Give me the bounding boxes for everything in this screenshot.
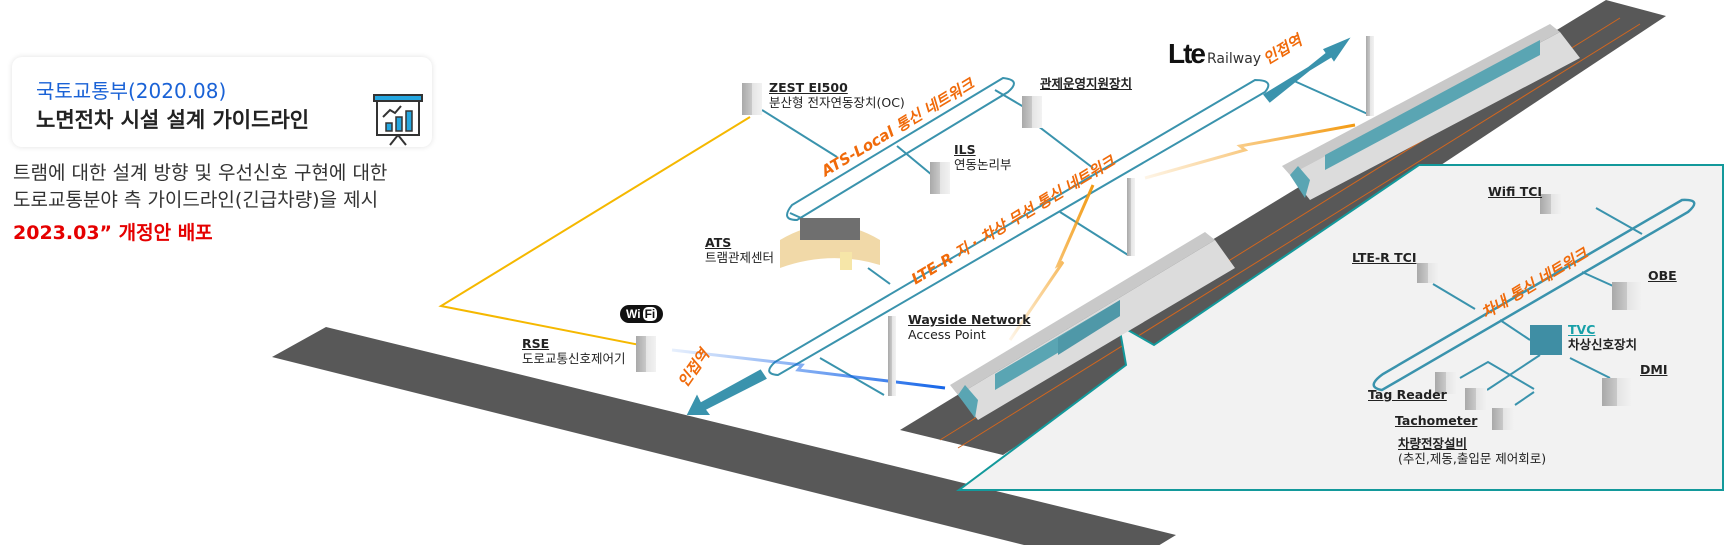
ats-control-desk-icon xyxy=(780,218,880,270)
antenna-pole-icon xyxy=(1366,36,1374,116)
label-ils: ILS 연동논리부 xyxy=(954,142,1012,172)
label-title: DMI xyxy=(1640,362,1668,377)
label-title: Wayside Network xyxy=(908,312,1031,327)
revision-notice: 2023.03” 개정안 배포 xyxy=(13,222,213,244)
label-lte-r-tci: LTE-R TCI xyxy=(1352,250,1416,265)
device-lte-r-tci-icon xyxy=(1417,263,1439,283)
wifi-logo-wi: Wi xyxy=(626,307,641,321)
antenna-pole-icon xyxy=(888,316,896,396)
label-tvc: TVC 차상신호장치 xyxy=(1568,322,1637,352)
label-subtitle: 분산형 전자연동장치(OC) xyxy=(769,95,905,110)
railway-logo-text: Railway xyxy=(1207,51,1262,67)
guideline-card: 국토교통부(2020.08) 노면전차 시설 설계 가이드라인 xyxy=(12,57,432,147)
adjacent-station-arrow-down xyxy=(686,369,767,415)
label-wayside-ap: Wayside Network Access Point xyxy=(908,312,1031,342)
road xyxy=(272,327,1176,545)
label-title: ZEST EI500 xyxy=(769,80,848,95)
description-line: 도로교통분야 측 가이드라인(긴급차량)을 제시 xyxy=(13,189,379,211)
label-subtitle: 트램관제센터 xyxy=(705,250,775,265)
device-tvc-icon xyxy=(1530,325,1562,355)
label-title: 차량전장설비 xyxy=(1398,436,1468,451)
label-title: LTE-R TCI xyxy=(1352,250,1417,265)
label-wifi-tci: Wifi TCI xyxy=(1488,184,1542,199)
label-tachometer: Tachometer xyxy=(1395,413,1477,428)
lte-radio-bolt xyxy=(1144,123,1356,180)
tram-rear xyxy=(1282,24,1580,200)
device-tachometer-icon xyxy=(1465,388,1487,410)
label-title: ATS xyxy=(705,235,732,250)
label-obe: OBE xyxy=(1648,268,1677,283)
label-title: 관제운영지원장치 xyxy=(1040,76,1133,91)
label-vehicle-equipment: 차량전장설비 (추진,제동,출입문 제어회로) xyxy=(1398,436,1546,466)
label-subtitle: 차상신호장치 xyxy=(1568,337,1638,352)
device-wifi-tci-icon xyxy=(1540,194,1562,214)
ats-local-ring xyxy=(786,76,1015,222)
onboard-ring xyxy=(1372,198,1696,392)
label-title: TVC xyxy=(1568,322,1596,337)
adjacent-station-arrow-up xyxy=(1263,37,1351,103)
server-rse-icon xyxy=(636,336,656,372)
lte-logo-text: Lte xyxy=(1168,38,1206,69)
server-zest-icon xyxy=(742,83,762,115)
label-control-support: 관제운영지원장치 xyxy=(1040,76,1132,91)
label-subtitle: (추진,제동,출입문 제어회로) xyxy=(1398,451,1547,466)
label-zest: ZEST EI500 분산형 전자연동장치(OC) xyxy=(769,80,905,110)
antenna-pole-icon xyxy=(1127,178,1135,256)
lte-r-ring xyxy=(768,78,1270,377)
yellow-link xyxy=(438,116,751,346)
device-dmi-icon xyxy=(1602,378,1632,406)
label-tag-reader: Tag Reader xyxy=(1368,387,1447,402)
label-subtitle: 연동논리부 xyxy=(954,157,1012,172)
label-subtitle: Access Point xyxy=(908,327,986,342)
device-tag-reader-icon xyxy=(1435,372,1457,394)
label-title: Tachometer xyxy=(1395,413,1478,428)
label-title: Tag Reader xyxy=(1368,387,1447,402)
presentation-chart-icon xyxy=(373,94,423,146)
server-control-support-icon xyxy=(1022,96,1042,128)
wifi-logo-fi: Fi xyxy=(642,307,658,321)
lte-radio-bolt xyxy=(1008,184,1095,341)
label-dmi: DMI xyxy=(1640,362,1667,377)
onboard-panel xyxy=(955,164,1724,491)
label-title: Wifi TCI xyxy=(1488,184,1543,199)
label-ats: ATS 트램관제센터 xyxy=(705,235,774,265)
guideline-title: 노면전차 시설 설계 가이드라인 xyxy=(36,108,310,132)
tram-front xyxy=(950,232,1235,420)
label-title: RSE xyxy=(522,336,550,351)
network-links xyxy=(761,79,1643,406)
server-ils-icon xyxy=(930,162,950,194)
label-rse: RSE 도로교통신호제어기 xyxy=(522,336,626,366)
label-title: OBE xyxy=(1648,268,1677,283)
label-subtitle: 도로교통신호제어기 xyxy=(522,351,626,366)
label-title: ILS xyxy=(954,142,976,157)
rail-line xyxy=(957,23,1641,449)
wifi-radio-bolt xyxy=(671,348,946,390)
guideline-source: 국토교통부(2020.08) xyxy=(36,79,227,103)
device-obe-icon xyxy=(1612,282,1642,310)
device-vehicle-equipment-icon xyxy=(1492,408,1514,430)
guideline-description: 트램에 대한 설계 방향 및 우선신호 구현에 대한 도로교통분야 측 가이드라… xyxy=(13,160,387,214)
description-line: 트램에 대한 설계 방향 및 우선신호 구현에 대한 xyxy=(13,162,388,184)
